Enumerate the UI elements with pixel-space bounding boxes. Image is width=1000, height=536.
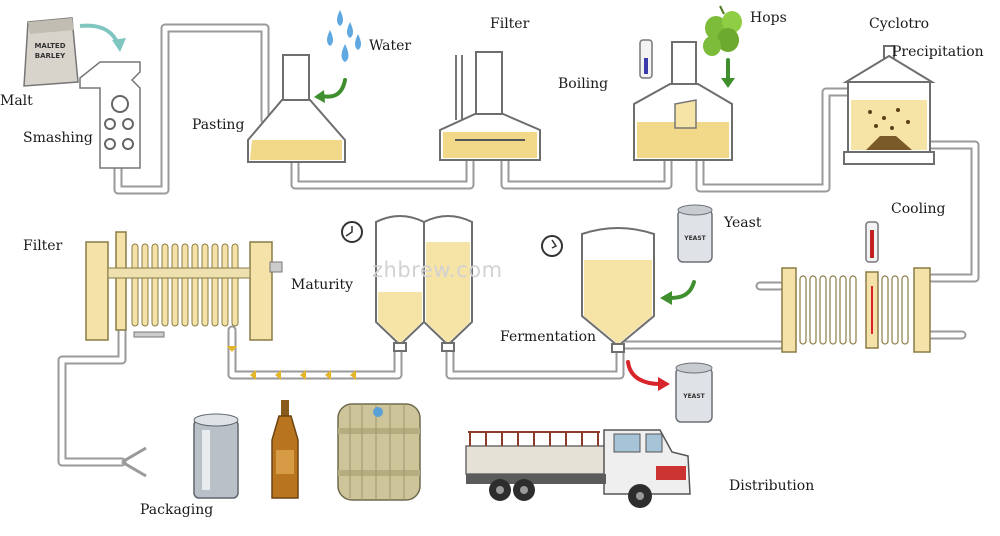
clock-icon xyxy=(341,221,363,243)
heat-exchanger xyxy=(781,267,931,353)
clock-icon xyxy=(541,235,563,257)
label-packaging: Packaging xyxy=(140,502,214,518)
pasting-vessel xyxy=(247,54,346,163)
cyclotro-tank xyxy=(842,45,936,165)
pipes xyxy=(57,23,980,478)
yeast-can-text: YEAST xyxy=(683,235,706,242)
watermark: zhbrew.com xyxy=(372,258,503,282)
malt-bag-icon: MALTED BARLEY xyxy=(23,17,79,87)
label-maturity: Maturity xyxy=(291,277,354,293)
svg-text:BARLEY: BARLEY xyxy=(35,52,66,60)
arrow-icon xyxy=(79,23,120,45)
beer-can-icon xyxy=(193,413,239,499)
yeast-can-icon: YEAST xyxy=(677,204,713,263)
filter-vessel xyxy=(439,51,541,161)
beer-bottle-icon xyxy=(271,400,299,499)
label-cyclotro: Cyclotro xyxy=(869,16,930,32)
label-cooling: Cooling xyxy=(891,201,946,217)
malt-bag-text: MALTED xyxy=(34,42,65,50)
label-hops: Hops xyxy=(750,10,787,26)
arrow-icon xyxy=(626,360,662,386)
maturity-tanks xyxy=(375,215,473,352)
label-water: Water xyxy=(369,38,412,54)
label-distribution: Distribution xyxy=(729,478,815,494)
flow-markers xyxy=(227,346,356,380)
label-filter-top: Filter xyxy=(490,16,530,32)
hops-icon xyxy=(703,5,742,56)
label-yeast: Yeast xyxy=(724,215,762,231)
label-malt: Malt xyxy=(0,93,33,109)
label-pasting: Pasting xyxy=(192,117,245,133)
smashing-mill-icon xyxy=(79,61,141,169)
filter-press xyxy=(85,231,283,341)
arrow-icon xyxy=(320,78,347,99)
yeast-can-icon: YEAST xyxy=(675,362,713,423)
label-precipitation: Precipitation xyxy=(892,44,984,60)
truck-icon xyxy=(465,429,691,508)
label-smashing: Smashing xyxy=(23,130,93,146)
fermentation-tank xyxy=(581,227,655,353)
label-fermentation: Fermentation xyxy=(500,329,597,345)
water-drops-icon xyxy=(327,10,361,62)
svg-text:YEAST: YEAST xyxy=(682,393,705,400)
arrow-icon xyxy=(668,280,696,300)
boiling-kettle xyxy=(633,41,733,161)
label-filter-left: Filter xyxy=(23,238,63,254)
keg-icon xyxy=(337,403,421,501)
thermometer-icon xyxy=(639,39,653,79)
label-boiling: Boiling xyxy=(558,76,609,92)
thermometer-icon xyxy=(865,221,879,263)
